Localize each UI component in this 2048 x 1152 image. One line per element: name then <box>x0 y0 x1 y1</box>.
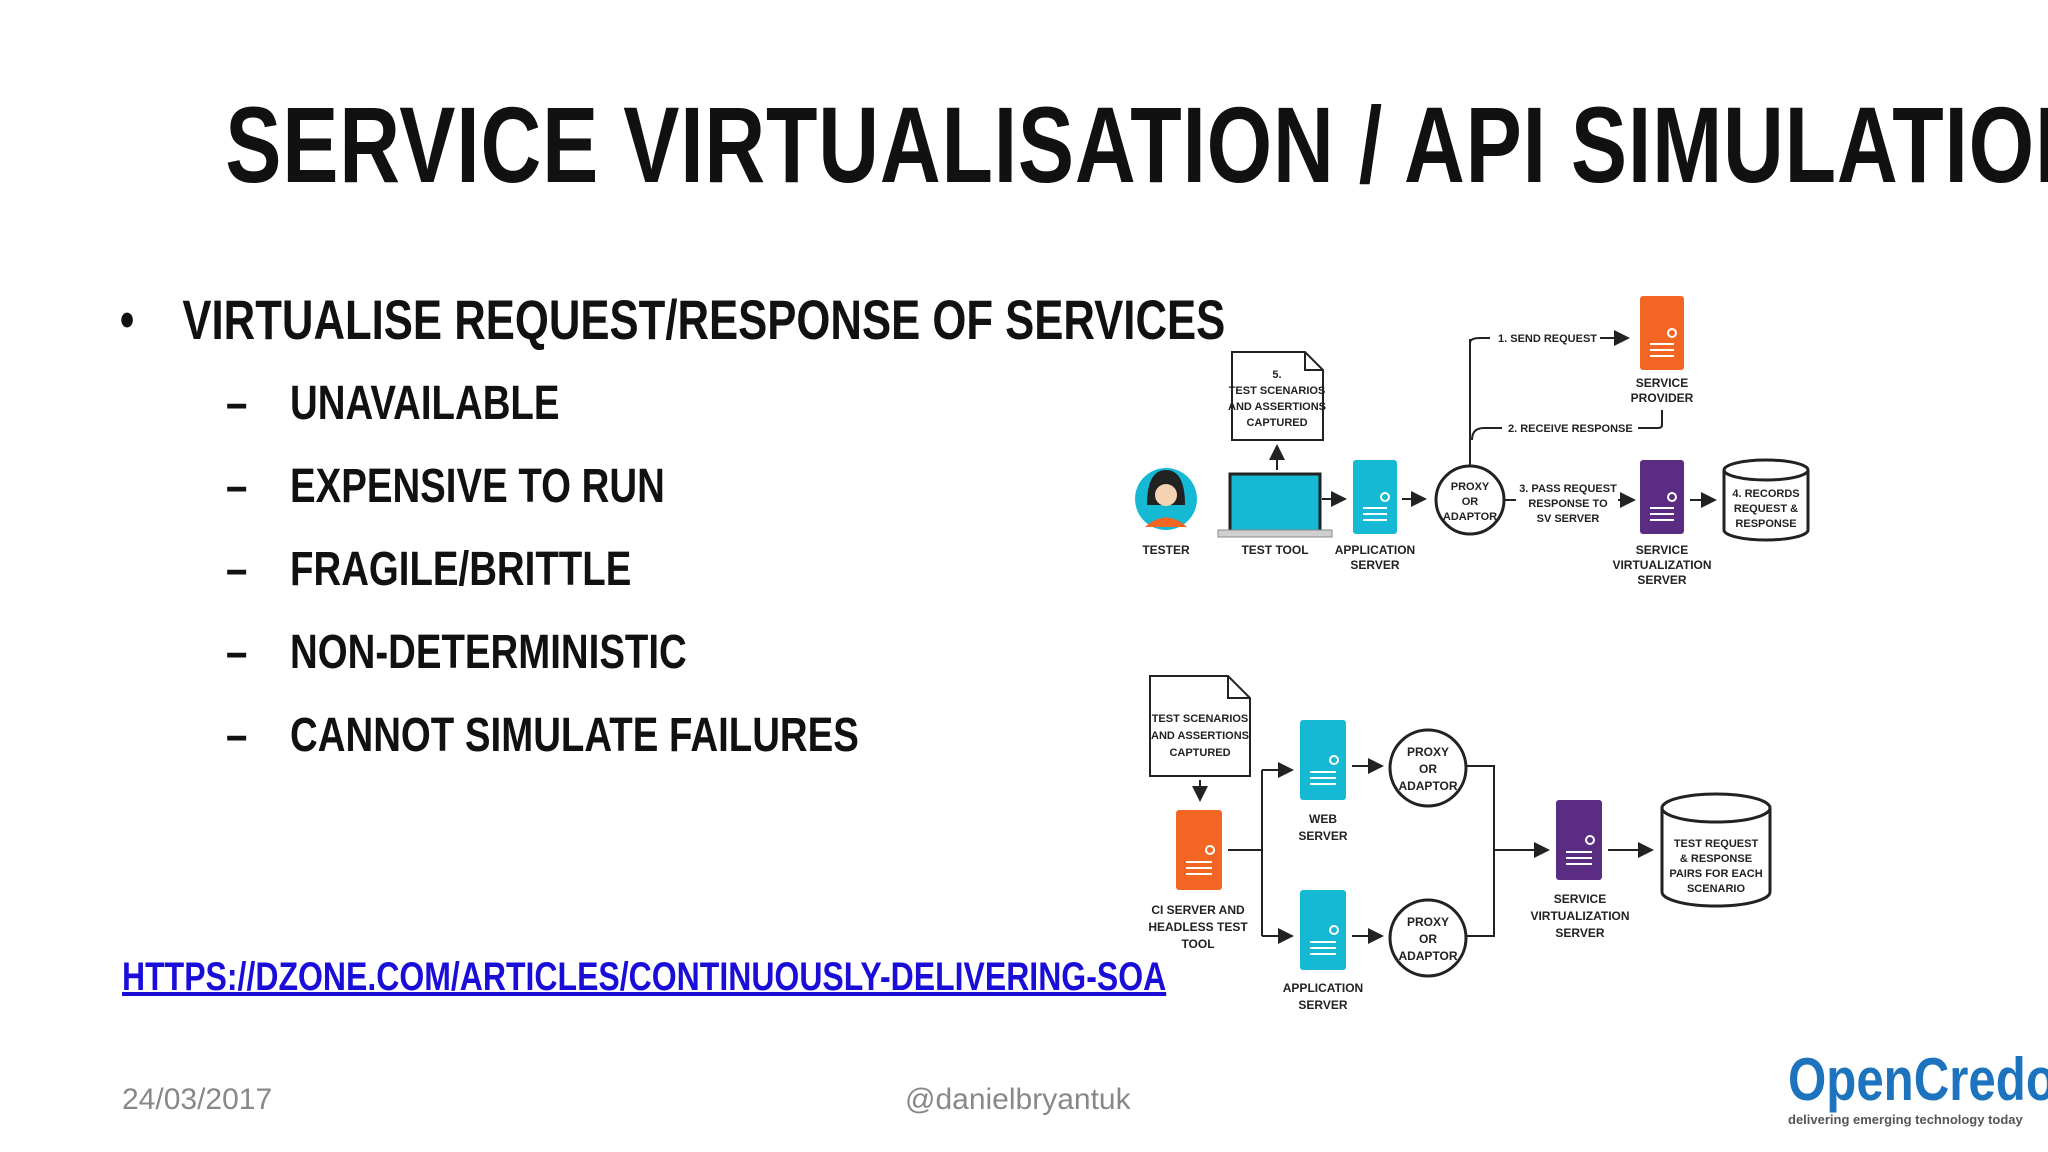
sub-bullet-dash: – <box>226 626 248 679</box>
ci-label-3: TOOL <box>1181 937 1214 951</box>
bottom-db-label-4: SCENARIO <box>1687 883 1746 895</box>
web-server-label-2: SERVER <box>1298 829 1347 843</box>
sv-server-icon <box>1640 460 1684 534</box>
bottom-db-label-1: TEST REQUEST <box>1674 838 1759 850</box>
proxy-1-circle <box>1388 728 1468 808</box>
laptop-icon <box>1217 472 1333 538</box>
bottom-sv-label-2: VIRTUALIZATION <box>1530 909 1629 923</box>
bottom-doc-line-2: AND ASSERTIONS <box>1151 730 1249 742</box>
sub-bullet-dash: – <box>226 377 248 430</box>
bottom-app-server-icon <box>1300 890 1346 970</box>
sub-bullet-dash: – <box>226 460 248 513</box>
slide-title: SERVICE VIRTUALISATION / API SIMULATION <box>225 84 2048 205</box>
step-3-label-3: SV SERVER <box>1537 513 1600 525</box>
web-server-label-1: WEB <box>1309 812 1337 826</box>
sv-server-label-2: VIRTUALIZATION <box>1612 558 1711 572</box>
sub-bullet-failures: –CANNOT SIMULATE FAILURES <box>226 701 861 784</box>
ci-label-1: CI SERVER AND <box>1151 903 1245 917</box>
service-provider-label-1: SERVICE <box>1636 376 1688 390</box>
test-tool-label: TEST TOOL <box>1241 543 1308 557</box>
proxy-label-2: OR <box>1462 496 1479 508</box>
doc-line-3: AND ASSERTIONS <box>1228 401 1326 413</box>
step-2-label: 2. RECEIVE RESPONSE <box>1508 423 1633 435</box>
sub-bullet-text: CANNOT SIMULATE FAILURES <box>290 709 859 762</box>
db-label-2: REQUEST & <box>1734 503 1798 515</box>
doc-line-1: 5. <box>1272 369 1281 381</box>
service-provider-icon <box>1640 296 1684 370</box>
bottom-document-icon: TEST SCENARIOS AND ASSERTIONS CAPTURED <box>1149 675 1251 777</box>
web-server-icon <box>1300 720 1346 800</box>
bottom-doc-line-3: CAPTURED <box>1169 747 1230 759</box>
sub-bullet-text: NON-DETERMINISTIC <box>290 626 687 679</box>
opencredo-logo: OpenCredo delivering emerging technology… <box>1788 1050 2048 1128</box>
sub-bullet-text: EXPENSIVE TO RUN <box>290 460 665 513</box>
step-1-label: 1. SEND REQUEST <box>1498 333 1597 345</box>
bottom-sv-server-icon <box>1556 800 1602 880</box>
logo-tagline: delivering emerging technology today <box>1788 1112 2023 1127</box>
sv-server-label-1: SERVICE <box>1636 543 1688 557</box>
bottom-db-label-2: & RESPONSE <box>1680 853 1752 865</box>
bottom-sv-label-3: SERVER <box>1555 926 1604 940</box>
proxy-label-3: ADAPTOR <box>1443 511 1497 523</box>
bottom-sv-label-1: SERVICE <box>1554 892 1606 906</box>
doc-line-2: TEST SCENARIOS <box>1229 385 1326 397</box>
db-label-1: 4. RECORDS <box>1732 488 1799 500</box>
diagram-bottom: TEST SCENARIOS AND ASSERTIONS CAPTURED C… <box>1148 675 1772 1012</box>
sub-bullet-nondeterministic: –NON-DETERMINISTIC <box>226 618 861 701</box>
dzone-article-link[interactable]: HTTPS://DZONE.COM/ARTICLES/CONTINUOUSLY-… <box>122 955 1167 999</box>
proxy-2-label-1: PROXY <box>1407 915 1449 929</box>
sub-bullet-text: FRAGILE/BRITTLE <box>290 543 632 596</box>
footer-date: 24/03/2017 <box>122 1083 273 1116</box>
app-server-label-1: APPLICATION <box>1335 543 1415 557</box>
proxy-2-label-3: ADAPTOR <box>1398 949 1457 963</box>
bottom-db-label-3: PAIRS FOR EACH <box>1669 868 1762 880</box>
tester-avatar-icon <box>1135 468 1197 530</box>
app-server-label-2: SERVER <box>1350 558 1399 572</box>
bottom-app-server-label-1: APPLICATION <box>1283 981 1363 995</box>
ci-server-icon <box>1176 810 1222 890</box>
proxy-2-label-2: OR <box>1419 932 1437 946</box>
sub-bullet-unavailable: –UNAVAILABLE <box>226 369 861 452</box>
proxy-2-circle <box>1388 898 1468 978</box>
step-3-label-2: RESPONSE TO <box>1528 498 1608 510</box>
step-3-label-1: 3. PASS REQUEST <box>1519 483 1617 495</box>
proxy-label-1: PROXY <box>1451 481 1490 493</box>
bullet-list: • VIRTUALISE REQUEST/RESPONSE OF SERVICE… <box>120 285 1225 784</box>
sub-bullet-dash: – <box>226 709 248 762</box>
sub-bullet-text: UNAVAILABLE <box>290 377 560 430</box>
bullet-main-text: VIRTUALISE REQUEST/RESPONSE OF SERVICES <box>182 288 1226 351</box>
sv-server-label-3: SERVER <box>1637 573 1686 587</box>
doc-line-4: CAPTURED <box>1246 417 1307 429</box>
proxy-1-label-2: OR <box>1419 762 1437 776</box>
db-label-3: RESPONSE <box>1735 518 1796 530</box>
app-server-icon <box>1353 460 1397 534</box>
sub-bullet-expensive: –EXPENSIVE TO RUN <box>226 452 861 535</box>
tester-label: TESTER <box>1142 543 1190 557</box>
footer-handle: @danielbryantuk <box>905 1083 1131 1116</box>
bottom-database-icon <box>1660 792 1772 908</box>
bottom-doc-line-1: TEST SCENARIOS <box>1152 713 1249 725</box>
bullet-symbol: • <box>120 291 135 349</box>
ci-label-2: HEADLESS TEST <box>1148 920 1248 934</box>
test-scenarios-document-icon: 5. TEST SCENARIOS AND ASSERTIONS CAPTURE… <box>1228 351 1326 441</box>
proxy-1-label-1: PROXY <box>1407 745 1449 759</box>
proxy-1-label-3: ADAPTOR <box>1398 779 1457 793</box>
service-provider-label-2: PROVIDER <box>1631 391 1694 405</box>
database-icon <box>1722 458 1810 542</box>
sub-bullet-fragile: –FRAGILE/BRITTLE <box>226 535 861 618</box>
sub-bullet-dash: – <box>226 543 248 596</box>
bullet-main: • VIRTUALISE REQUEST/RESPONSE OF SERVICE… <box>120 285 1225 369</box>
bottom-app-server-label-2: SERVER <box>1298 998 1347 1012</box>
diagram-top: 5. TEST SCENARIOS AND ASSERTIONS CAPTURE… <box>1135 296 1810 587</box>
